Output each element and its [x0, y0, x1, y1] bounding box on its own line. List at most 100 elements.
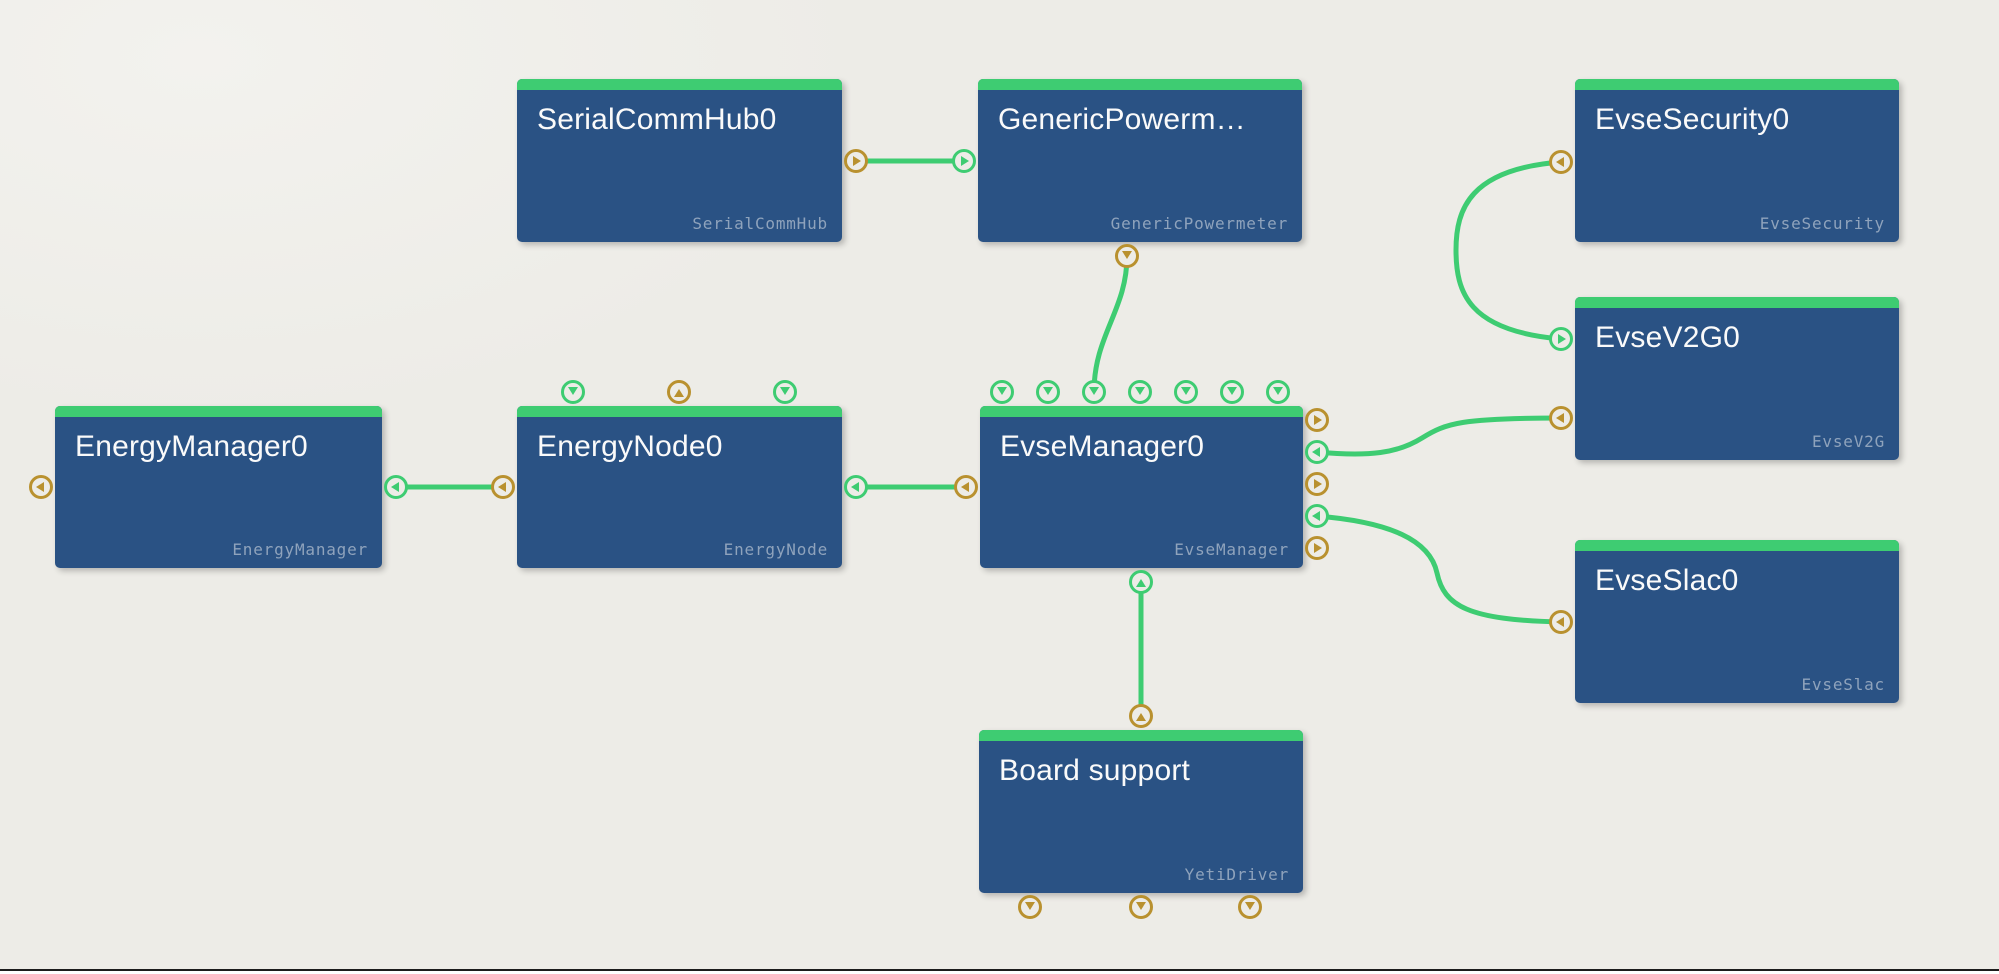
port-arrow-left-icon: [1556, 157, 1564, 167]
node-type-label: EvseSlac: [1801, 675, 1885, 694]
port-green-down-evsemanager0[interactable]: [1128, 380, 1152, 404]
window-bottom-edge: [0, 971, 1999, 974]
node-accent-bar: [517, 79, 842, 90]
port-arrow-left-icon: [391, 482, 399, 492]
port-arrow-right-icon: [961, 156, 969, 166]
port-green-up-evsemanager0[interactable]: [1129, 570, 1153, 594]
port-gold-right-evsemanager0[interactable]: [1305, 536, 1329, 560]
port-arrow-down-icon: [1245, 902, 1255, 910]
port-arrow-down-icon: [997, 387, 1007, 395]
port-green-down-evsemanager0[interactable]: [1174, 380, 1198, 404]
port-gold-up-energynode0[interactable]: [667, 380, 691, 404]
port-arrow-right-icon: [1314, 479, 1322, 489]
port-gold-left-energymanager0[interactable]: [29, 475, 53, 499]
node-type-label: YetiDriver: [1184, 865, 1289, 884]
port-arrow-down-icon: [1273, 387, 1283, 395]
port-arrow-down-icon: [1136, 902, 1146, 910]
port-arrow-down-icon: [1025, 902, 1035, 910]
port-arrow-left-icon: [498, 482, 506, 492]
port-gold-left-evsev2g0[interactable]: [1549, 406, 1573, 430]
port-green-left-energymanager0[interactable]: [384, 475, 408, 499]
port-arrow-up-icon: [1136, 713, 1146, 721]
node-accent-bar: [1575, 540, 1899, 551]
port-green-right-genericpowermeter[interactable]: [952, 149, 976, 173]
node-type-label: EvseManager: [1174, 540, 1289, 559]
node-title: SerialCommHub0: [537, 103, 777, 136]
port-arrow-right-icon: [1314, 415, 1322, 425]
port-arrow-left-icon: [1312, 511, 1320, 521]
wire-evsemanager0-to-evseslac0[interactable]: [1314, 513, 1564, 625]
port-arrow-down-icon: [568, 387, 578, 395]
port-arrow-down-icon: [1043, 387, 1053, 395]
port-arrow-left-icon: [1312, 447, 1320, 457]
node-genericpowermeter[interactable]: GenericPowerm…GenericPowermeter: [978, 79, 1302, 242]
port-arrow-left-icon: [851, 482, 859, 492]
port-green-down-evsemanager0[interactable]: [1036, 380, 1060, 404]
node-title: EvseSecurity0: [1595, 103, 1790, 136]
wire-genericpowermeter-to-evsemanager0[interactable]: [1091, 253, 1130, 395]
port-arrow-left-icon: [36, 482, 44, 492]
node-type-label: GenericPowermeter: [1110, 214, 1288, 233]
port-arrow-down-icon: [780, 387, 790, 395]
node-accent-bar: [978, 79, 1302, 90]
port-gold-down-boardsupport[interactable]: [1018, 895, 1042, 919]
wire-evsemanager0-to-evsev2g0[interactable]: [1314, 415, 1564, 457]
node-type-label: SerialCommHub: [692, 214, 828, 233]
port-arrow-left-icon: [961, 482, 969, 492]
port-green-left-evsemanager0[interactable]: [1305, 504, 1329, 528]
node-title: EnergyNode0: [537, 430, 723, 463]
port-gold-right-serialcommhub0[interactable]: [844, 149, 868, 173]
port-arrow-down-icon: [1135, 387, 1145, 395]
port-green-down-evsemanager0[interactable]: [1220, 380, 1244, 404]
port-gold-right-evsemanager0[interactable]: [1305, 472, 1329, 496]
node-accent-bar: [55, 406, 382, 417]
port-arrow-down-icon: [1089, 387, 1099, 395]
port-arrow-right-icon: [853, 156, 861, 166]
node-type-label: EnergyNode: [723, 540, 828, 559]
node-accent-bar: [517, 406, 842, 417]
port-green-right-evsev2g0[interactable]: [1549, 327, 1573, 351]
port-arrow-up-icon: [1136, 579, 1146, 587]
node-title: EvseSlac0: [1595, 564, 1739, 597]
port-green-down-evsemanager0[interactable]: [1266, 380, 1290, 404]
port-gold-right-evsemanager0[interactable]: [1305, 408, 1329, 432]
port-gold-down-boardsupport[interactable]: [1238, 895, 1262, 919]
port-green-left-evsemanager0[interactable]: [1305, 440, 1329, 464]
node-type-label: EvseV2G: [1811, 432, 1885, 451]
node-accent-bar: [1575, 297, 1899, 308]
port-arrow-up-icon: [674, 389, 684, 397]
node-title: Board support: [999, 754, 1191, 787]
port-gold-left-energynode0[interactable]: [491, 475, 515, 499]
node-accent-bar: [1575, 79, 1899, 90]
port-gold-left-evseslac0[interactable]: [1549, 610, 1573, 634]
port-green-left-energynode0[interactable]: [844, 475, 868, 499]
port-gold-left-evsesecurity0[interactable]: [1549, 150, 1573, 174]
port-green-down-energynode0[interactable]: [773, 380, 797, 404]
port-arrow-down-icon: [1227, 387, 1237, 395]
node-type-label: EvseSecurity: [1759, 214, 1885, 233]
node-title: EvseV2G0: [1595, 321, 1741, 354]
port-gold-up-boardsupport[interactable]: [1129, 704, 1153, 728]
port-gold-down-boardsupport[interactable]: [1129, 895, 1153, 919]
port-green-down-energynode0[interactable]: [561, 380, 585, 404]
port-arrow-left-icon: [1556, 617, 1564, 627]
port-gold-left-evsemanager0[interactable]: [954, 475, 978, 499]
port-arrow-left-icon: [1556, 413, 1564, 423]
wire-evsev2g0-to-evsesecurity0[interactable]: [1453, 159, 1564, 342]
port-gold-down-genericpowermeter[interactable]: [1115, 244, 1139, 268]
port-green-down-evsemanager0[interactable]: [1082, 380, 1106, 404]
port-arrow-right-icon: [1314, 543, 1322, 553]
port-arrow-down-icon: [1122, 251, 1132, 259]
port-green-down-evsemanager0[interactable]: [990, 380, 1014, 404]
node-accent-bar: [980, 406, 1303, 417]
